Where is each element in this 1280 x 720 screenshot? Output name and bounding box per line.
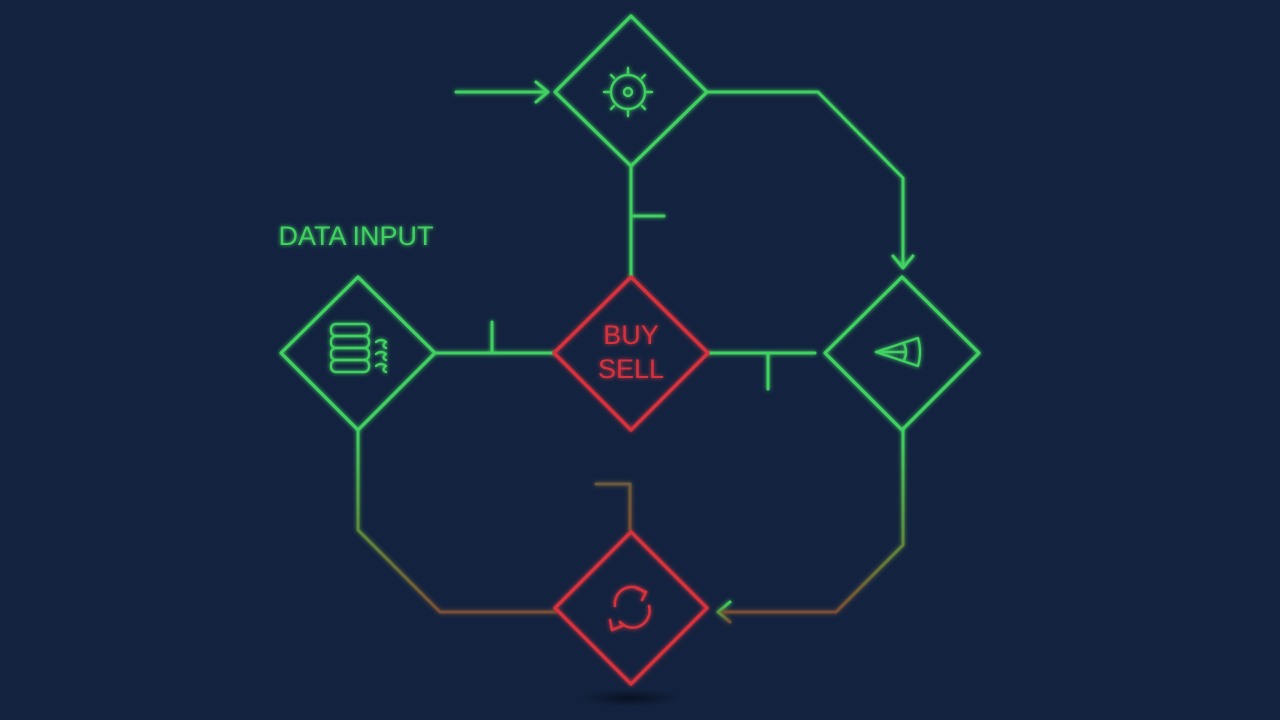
connector-decision-to-execution [706, 351, 817, 391]
connector-input-to-decision [433, 320, 556, 355]
connector-input-to-feedback [356, 428, 558, 614]
connector-decision-to-feedback [594, 428, 633, 532]
gear-icon [602, 66, 654, 118]
node-shadow [578, 689, 682, 707]
data-input-label: DATA INPUT [278, 221, 433, 251]
processing-node[interactable] [553, 14, 709, 168]
connector-execution-to-feedback [716, 428, 905, 624]
entry-arrow [454, 80, 550, 104]
decision-label-sell: SELL [598, 354, 664, 384]
execution-node[interactable] [823, 275, 981, 432]
rocket-icon [874, 336, 922, 368]
refresh-icon [608, 585, 651, 632]
connector-processing-to-execution [705, 90, 915, 270]
feedback-node[interactable] [553, 530, 709, 686]
decision-label-buy: BUY [603, 320, 659, 350]
decision-node[interactable] [552, 275, 710, 432]
connector-processing-to-decision [629, 164, 666, 278]
database-icon [329, 322, 388, 374]
data-input-node[interactable] [279, 275, 437, 432]
